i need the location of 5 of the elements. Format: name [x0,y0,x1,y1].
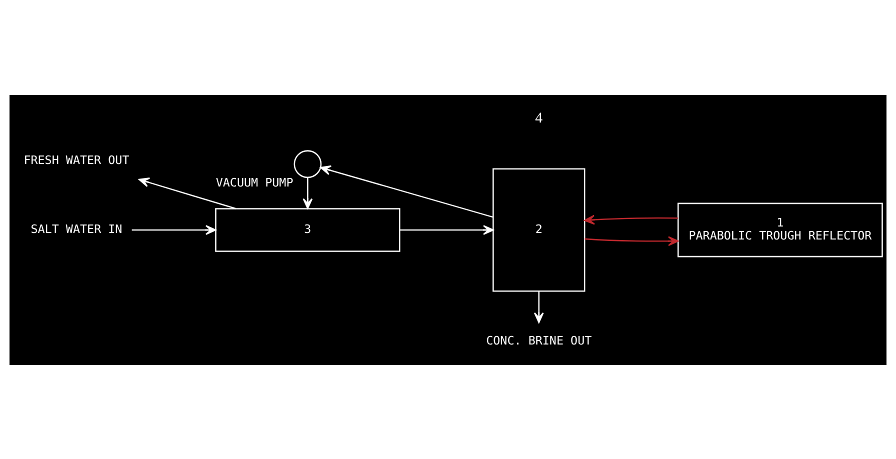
node-label: VACUUM PUMP [216,175,294,190]
node-text: FRESH WATER OUT [24,152,130,166]
label: 4 [535,110,543,126]
node-text: SALT WATER IN [30,221,122,236]
node-text: CONC. BRINE OUT [486,333,592,348]
